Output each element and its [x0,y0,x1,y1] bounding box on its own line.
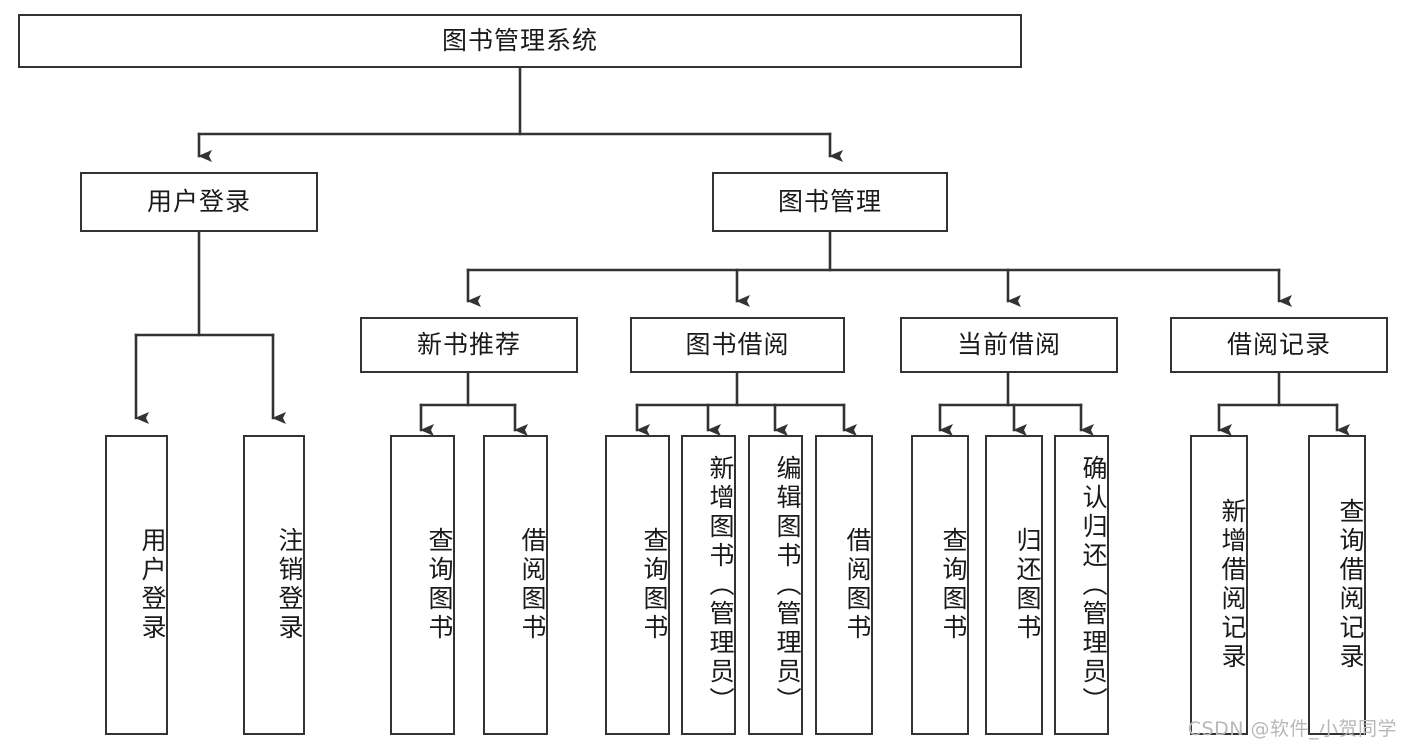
node-borrow-record[interactable]: 借阅记录 [1170,317,1388,373]
node-label: 当前借阅 [956,330,1061,360]
node-root-title[interactable]: 图书管理系统 [18,14,1022,68]
leaf-add-borrow-record[interactable]: 新增借阅记录 [1190,435,1248,735]
leaf-query-books-borrow[interactable]: 查询图书 [605,435,670,735]
leaf-user-login[interactable]: 用户登录 [105,435,168,735]
node-label: 借阅图书 [518,527,547,643]
node-label: 查询借阅记录 [1336,498,1365,672]
leaf-query-borrow-record[interactable]: 查询借阅记录 [1308,435,1366,735]
node-label: 编辑图书（管理员） [773,454,802,716]
node-label: 图书管理 [777,187,882,217]
leaf-logout[interactable]: 注销登录 [243,435,305,735]
node-label: 确认归还（管理员） [1079,454,1108,716]
leaf-query-books-recommend[interactable]: 查询图书 [390,435,455,735]
node-user-login[interactable]: 用户登录 [80,172,318,232]
node-label: 用户登录 [138,527,167,643]
node-label: 新增图书（管理员） [706,454,735,716]
leaf-edit-book-admin[interactable]: 编辑图书（管理员） [748,435,803,735]
node-current-borrow[interactable]: 当前借阅 [900,317,1118,373]
node-new-book-recommend[interactable]: 新书推荐 [360,317,578,373]
node-book-borrow[interactable]: 图书借阅 [630,317,845,373]
watermark-text: CSDN @软件_小贺同学 [1187,718,1397,740]
node-label: 图书管理系统 [441,26,598,56]
node-label: 查询图书 [425,527,454,643]
node-book-management[interactable]: 图书管理 [712,172,948,232]
node-label: 借阅记录 [1226,330,1331,360]
node-label: 借阅图书 [843,527,872,643]
node-label: 用户登录 [146,187,251,217]
node-label: 查询图书 [640,527,669,643]
leaf-borrow-books[interactable]: 借阅图书 [815,435,873,735]
node-label: 新增借阅记录 [1218,498,1247,672]
leaf-return-books[interactable]: 归还图书 [985,435,1043,735]
node-label: 注销登录 [275,527,304,643]
node-label: 新书推荐 [416,330,521,360]
leaf-confirm-return-admin[interactable]: 确认归还（管理员） [1054,435,1109,735]
node-label: 查询图书 [939,527,968,643]
leaf-query-books-current[interactable]: 查询图书 [911,435,969,735]
node-label: 图书借阅 [685,330,790,360]
leaf-borrow-books-recommend[interactable]: 借阅图书 [483,435,548,735]
node-label: 归还图书 [1013,527,1042,643]
leaf-add-book-admin[interactable]: 新增图书（管理员） [681,435,736,735]
